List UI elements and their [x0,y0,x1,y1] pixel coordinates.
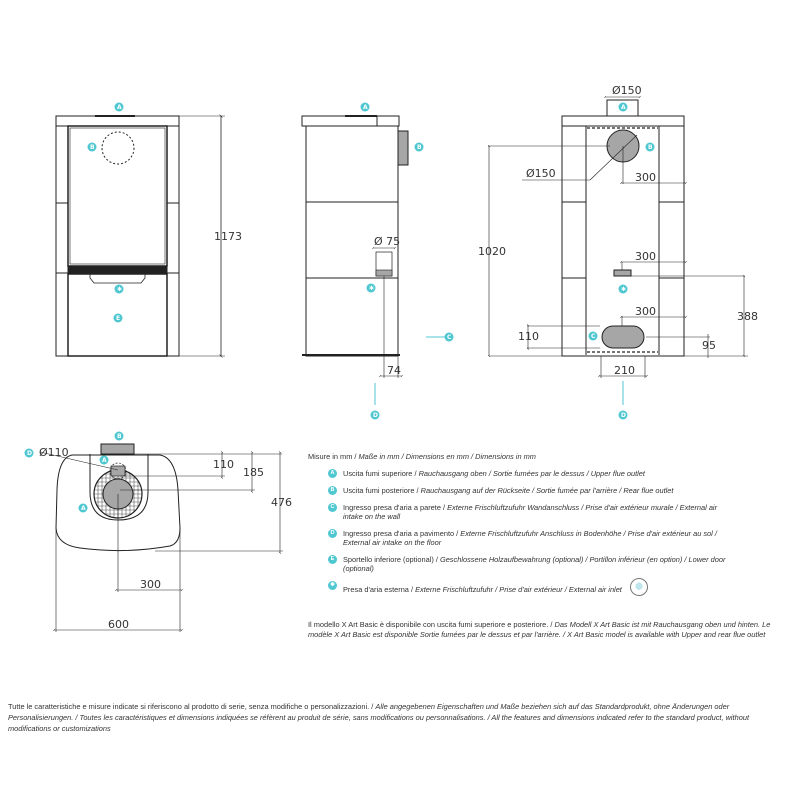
svg-text:A: A [621,104,626,111]
svg-text:✱: ✱ [621,286,626,293]
svg-text:C: C [591,333,596,340]
svg-text:A: A [81,505,86,512]
badge-a: A [328,469,337,478]
svg-text:D: D [621,412,626,419]
svg-text:B: B [648,144,653,151]
dim-inlet-height: 388 [737,310,758,323]
disclaimer-footer: Tutte le caratteristiche e misure indica… [8,702,749,733]
rear-view [487,95,748,405]
dim-top-flue-150: Ø150 [612,84,642,97]
dim-inlet-offset: 300 [635,250,656,263]
legend-item-inlet: ✱ Presa d'aria esterna / Externe Frischl… [308,578,728,599]
badge-d: D [328,529,337,538]
top-view [39,443,283,632]
dim-floor-inlet-width: 210 [614,364,635,377]
dim-floor-inlet-offset: 300 [635,305,656,318]
dim-185: 185 [243,466,264,479]
badge-b: B [328,486,337,495]
svg-text:D: D [373,412,378,419]
badge-e: E [328,555,337,564]
svg-text:A: A [363,104,368,111]
svg-text:✱: ✱ [117,286,122,293]
legend-item-a: A Uscita fumi superiore / Rauchausgang o… [308,469,728,478]
svg-text:B: B [117,433,122,440]
dim-inlet-75: Ø 75 [374,235,400,248]
badge-c: C [328,503,337,512]
dim-depth-476: 476 [271,496,292,509]
svg-text:A: A [117,104,122,111]
side-markers: A B ✱ C D [360,102,454,420]
front-view [55,114,225,358]
dim-rear-flue-offset: 300 [635,171,656,184]
svg-text:D: D [27,450,32,457]
svg-text:✱: ✱ [369,285,374,292]
dim-floor-inlet-110: Ø110 [39,446,69,459]
dim-height-1173: 1173 [214,230,242,243]
svg-text:A: A [102,457,107,464]
rear-markers: A B ✱ C D [588,102,655,420]
dim-width-600: 600 [108,618,129,631]
dim-flue-offset-300: 300 [140,578,161,591]
dim-110: 110 [213,458,234,471]
air-inlet-logo-icon [629,578,648,596]
badge-asterisk: ✱ [328,581,337,590]
svg-text:B: B [417,144,422,151]
svg-text:C: C [447,334,452,341]
dim-rear-flue-150: Ø150 [526,167,556,180]
units-note: Misure in mm / Maße in mm / Dimensions e… [308,452,536,461]
front-markers: A B ✱ E [87,102,124,323]
legend-item-d: D Ingresso presa d'aria a pavimento / Ex… [308,529,728,547]
availability-note: Il modello X Art Basic è disponibile con… [308,620,771,639]
svg-text:E: E [116,315,120,322]
dim-floor-inlet-height: 110 [518,330,539,343]
svg-text:B: B [90,144,95,151]
legend-item-b: B Uscita fumi posteriore / Rauchausgang … [308,486,728,495]
side-view [301,115,446,405]
dim-rear-flue-height: 1020 [478,245,506,258]
dim-depth-74: 74 [387,364,401,377]
top-markers: D B A A [24,431,124,513]
dim-floor-inlet-side: 95 [702,339,716,352]
legend: Misure in mm / Maße in mm / Dimensions e… [308,452,728,607]
legend-item-e: E Sportello inferiore (optional) / Gesch… [308,555,728,573]
legend-item-c: C Ingresso presa d'aria a parete / Exter… [308,503,728,521]
